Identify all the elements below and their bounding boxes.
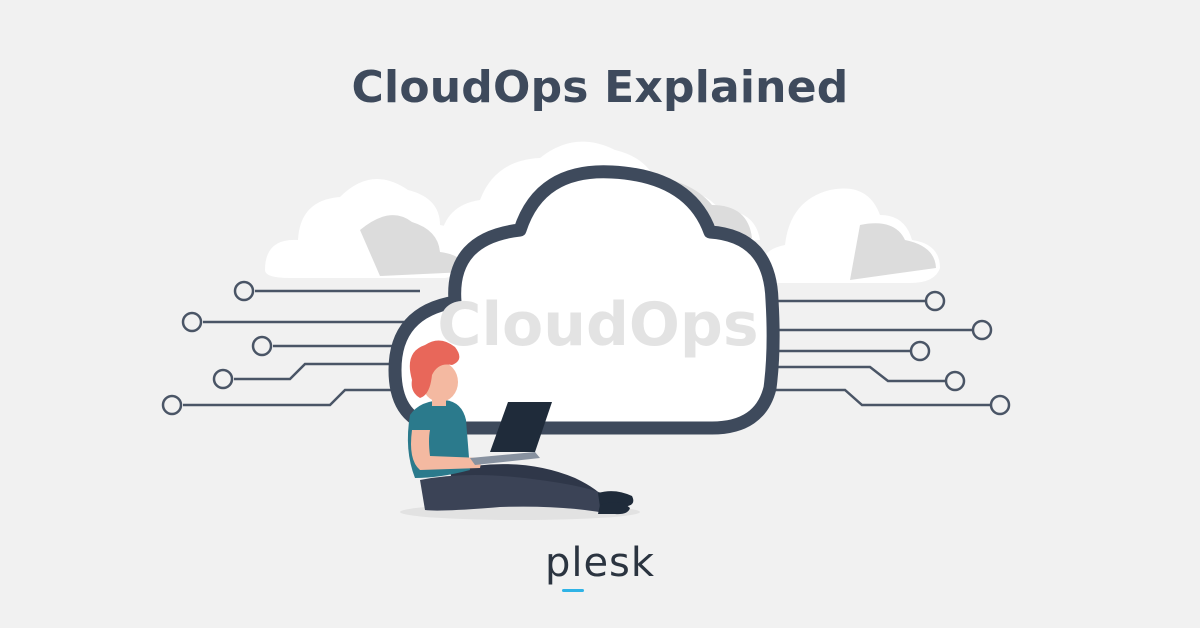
plesk-logo-accent <box>562 589 584 592</box>
person-with-laptop-icon <box>407 340 634 515</box>
circuit-lines-right <box>765 290 1011 416</box>
page-title: CloudOps Explained <box>351 62 849 113</box>
circuit-lines-left <box>161 280 420 416</box>
cloud-icon <box>388 165 780 435</box>
cloud-label: CloudOps <box>437 290 758 360</box>
main-cloud: CloudOps <box>388 165 780 435</box>
plesk-logo: plesk <box>544 540 656 586</box>
back-cloud-right <box>759 188 940 283</box>
back-cloud-left <box>265 179 470 278</box>
